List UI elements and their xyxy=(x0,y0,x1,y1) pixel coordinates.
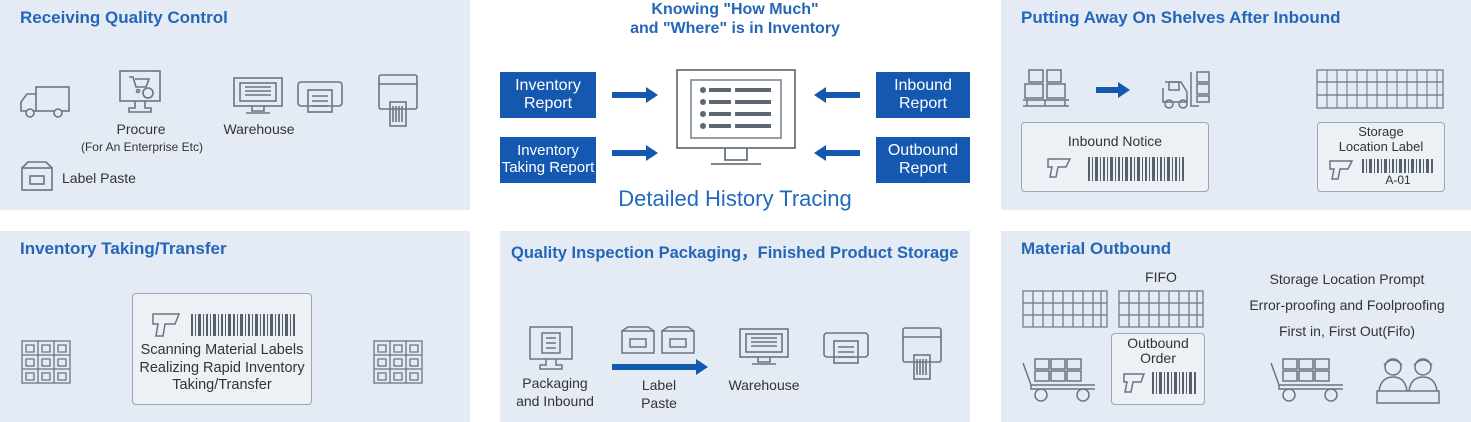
putaway-title: Putting Away On Shelves After Inbound xyxy=(1021,8,1341,27)
label-paste-label: Label Paste xyxy=(62,170,136,186)
barcode-icon xyxy=(1152,372,1196,394)
monitor-list-icon xyxy=(676,69,796,165)
pallet-boxes-icon xyxy=(1023,69,1069,107)
scanning-card-text: Scanning Material Labels Realizing Rapid… xyxy=(139,342,305,394)
arrow-left-icon xyxy=(814,145,860,161)
arrow-right-icon xyxy=(1096,82,1130,98)
shelf-icon xyxy=(1022,290,1108,328)
boxes-icon xyxy=(621,326,695,354)
procure-sub-label: (For An Enterprise Etc) xyxy=(80,140,204,154)
barcode-icon xyxy=(1088,157,1184,181)
packaging-label: Packaging and Inbound xyxy=(516,375,594,409)
computer-cart-icon xyxy=(119,70,161,113)
barcode-printer-icon xyxy=(902,327,942,380)
center-title-line2: and "Where" is in Inventory xyxy=(630,20,840,38)
taking-title: Inventory Taking/Transfer xyxy=(20,239,227,258)
location-code: A-01 xyxy=(1385,173,1411,187)
computer-box-icon xyxy=(529,326,573,370)
shelf-icon xyxy=(1316,69,1444,109)
center-title-line1: Knowing "How Much" xyxy=(651,1,819,18)
label-paste-label: Label Paste xyxy=(641,377,677,411)
outbound-order-label: Outbound Order xyxy=(1127,335,1189,367)
barcode-icon xyxy=(191,314,295,336)
outbound-order-card: Outbound Order xyxy=(1111,333,1205,405)
arrow-right-icon xyxy=(612,87,658,103)
label-printer-icon xyxy=(823,332,869,364)
scanner-icon xyxy=(1123,373,1146,393)
storage-label-title: Storage Location Label xyxy=(1338,124,1424,154)
history-tracing-label: Detailed History Tracing xyxy=(618,186,852,211)
inbound-notice-label: Inbound Notice xyxy=(1067,133,1163,149)
putaway-panel: Putting Away On Shelves After Inbound In… xyxy=(1001,0,1471,210)
warehouse-label: Warehouse xyxy=(728,377,800,393)
prompt-3: First in, First Out(Fifo) xyxy=(1278,323,1416,339)
storage-label-card: Storage Location Label A-01 xyxy=(1317,122,1445,192)
label-box-icon xyxy=(21,161,53,191)
shelf-icon xyxy=(1118,290,1204,328)
cart-icon xyxy=(1022,358,1095,402)
label-printer-icon xyxy=(297,81,343,113)
shelf-icon xyxy=(21,340,71,384)
scanning-card: Scanning Material Labels Realizing Rapid… xyxy=(132,293,312,405)
truck-icon xyxy=(20,86,70,118)
scanner-icon xyxy=(1329,160,1354,180)
center-title: Knowing "How Much" and "Where" is in Inv… xyxy=(500,0,970,38)
inbound-notice-card: Inbound Notice xyxy=(1021,122,1209,192)
prompt-2: Error-proofing and Foolproofing xyxy=(1249,297,1445,313)
outbound-title: Material Outbound xyxy=(1021,239,1172,258)
outbound-panel: Material Outbound FIFO Outbound Order St… xyxy=(1001,231,1471,422)
fifo-label: FIFO xyxy=(1145,269,1177,285)
barcode-printer-icon xyxy=(378,74,418,127)
procure-label: Procure xyxy=(116,121,166,137)
workers-icon xyxy=(1376,358,1440,404)
arrow-left-icon xyxy=(814,87,860,103)
shelf-icon xyxy=(373,340,423,384)
receiving-panel: Receiving Quality Control Procure (For A… xyxy=(0,0,470,210)
arrow-right-icon xyxy=(612,145,658,161)
warehouse-label: Warehouse xyxy=(223,121,295,137)
prompt-1: Storage Location Prompt xyxy=(1269,271,1425,287)
quality-title: Quality Inspection Packaging，Finished Pr… xyxy=(511,244,959,262)
quality-panel: Quality Inspection Packaging，Finished Pr… xyxy=(500,231,970,422)
warehouse-monitor-icon xyxy=(233,77,283,114)
scanner-icon xyxy=(1047,158,1072,178)
scanner-icon xyxy=(152,313,181,337)
arrow-right-icon xyxy=(612,359,708,375)
barcode-icon xyxy=(1362,159,1433,173)
taking-panel: Inventory Taking/Transfer Scanning Mater… xyxy=(0,231,470,422)
cart-icon xyxy=(1270,358,1343,402)
forklift-icon xyxy=(1162,71,1210,109)
warehouse-monitor-icon xyxy=(739,328,789,365)
receiving-title: Receiving Quality Control xyxy=(20,8,228,27)
